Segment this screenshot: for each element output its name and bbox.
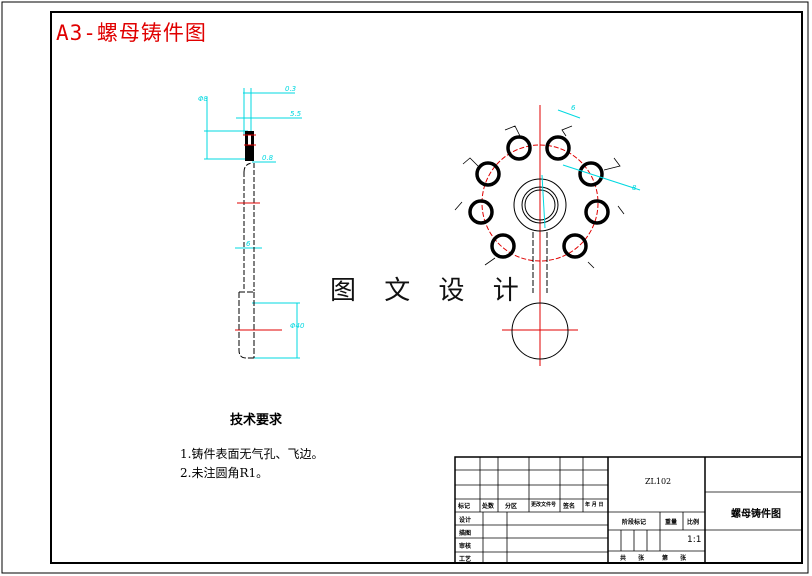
weight-label: 重量 <box>665 519 678 526</box>
rev-header: 标记 <box>458 503 471 510</box>
scale-value: 1:1 <box>687 535 702 545</box>
dim-label: 6 <box>571 104 576 112</box>
role-label: 设计 <box>459 517 472 524</box>
rev-header: 签名 <box>563 503 576 510</box>
dim-label: 5.5 <box>290 110 302 118</box>
rev-header: 分区 <box>505 503 518 510</box>
dim-label: 6 <box>246 240 251 248</box>
rev-header: 年 月 日 <box>585 502 604 508</box>
sheet-number: 第 张 <box>662 555 687 562</box>
requirement-item: 1.铸件表面无气孔、飞边。 <box>180 447 324 461</box>
sheet-total: 共 张 <box>620 555 645 562</box>
scale-label: 比例 <box>687 519 700 526</box>
drawing-name: 螺母铸件图 <box>731 509 781 520</box>
rev-header: 处数 <box>482 503 495 510</box>
rev-header: 更改文件号 <box>531 502 557 508</box>
inner-border <box>50 11 803 564</box>
dim-label: Φ8 <box>198 95 208 103</box>
title-block <box>454 456 803 564</box>
requirement-item: 2.未注圆角R1。 <box>180 466 269 480</box>
dim-label: 8 <box>632 184 637 192</box>
dim-label: 0.3 <box>285 85 297 93</box>
dim-label: 0.8 <box>262 154 274 162</box>
dim-label: Φ40 <box>290 322 305 330</box>
material: ZL102 <box>645 477 672 486</box>
front-view <box>454 105 641 366</box>
watermark: 图 文 设 计 <box>330 276 529 306</box>
role-label: 审核 <box>459 543 472 550</box>
stage-label: 阶段标记 <box>622 519 647 526</box>
drawing-title: A3-螺母铸件图 <box>56 21 207 45</box>
role-label: 工艺 <box>459 556 472 563</box>
side-view <box>204 88 302 359</box>
requirements-heading: 技术要求 <box>230 413 283 428</box>
role-label: 描图 <box>459 530 472 537</box>
